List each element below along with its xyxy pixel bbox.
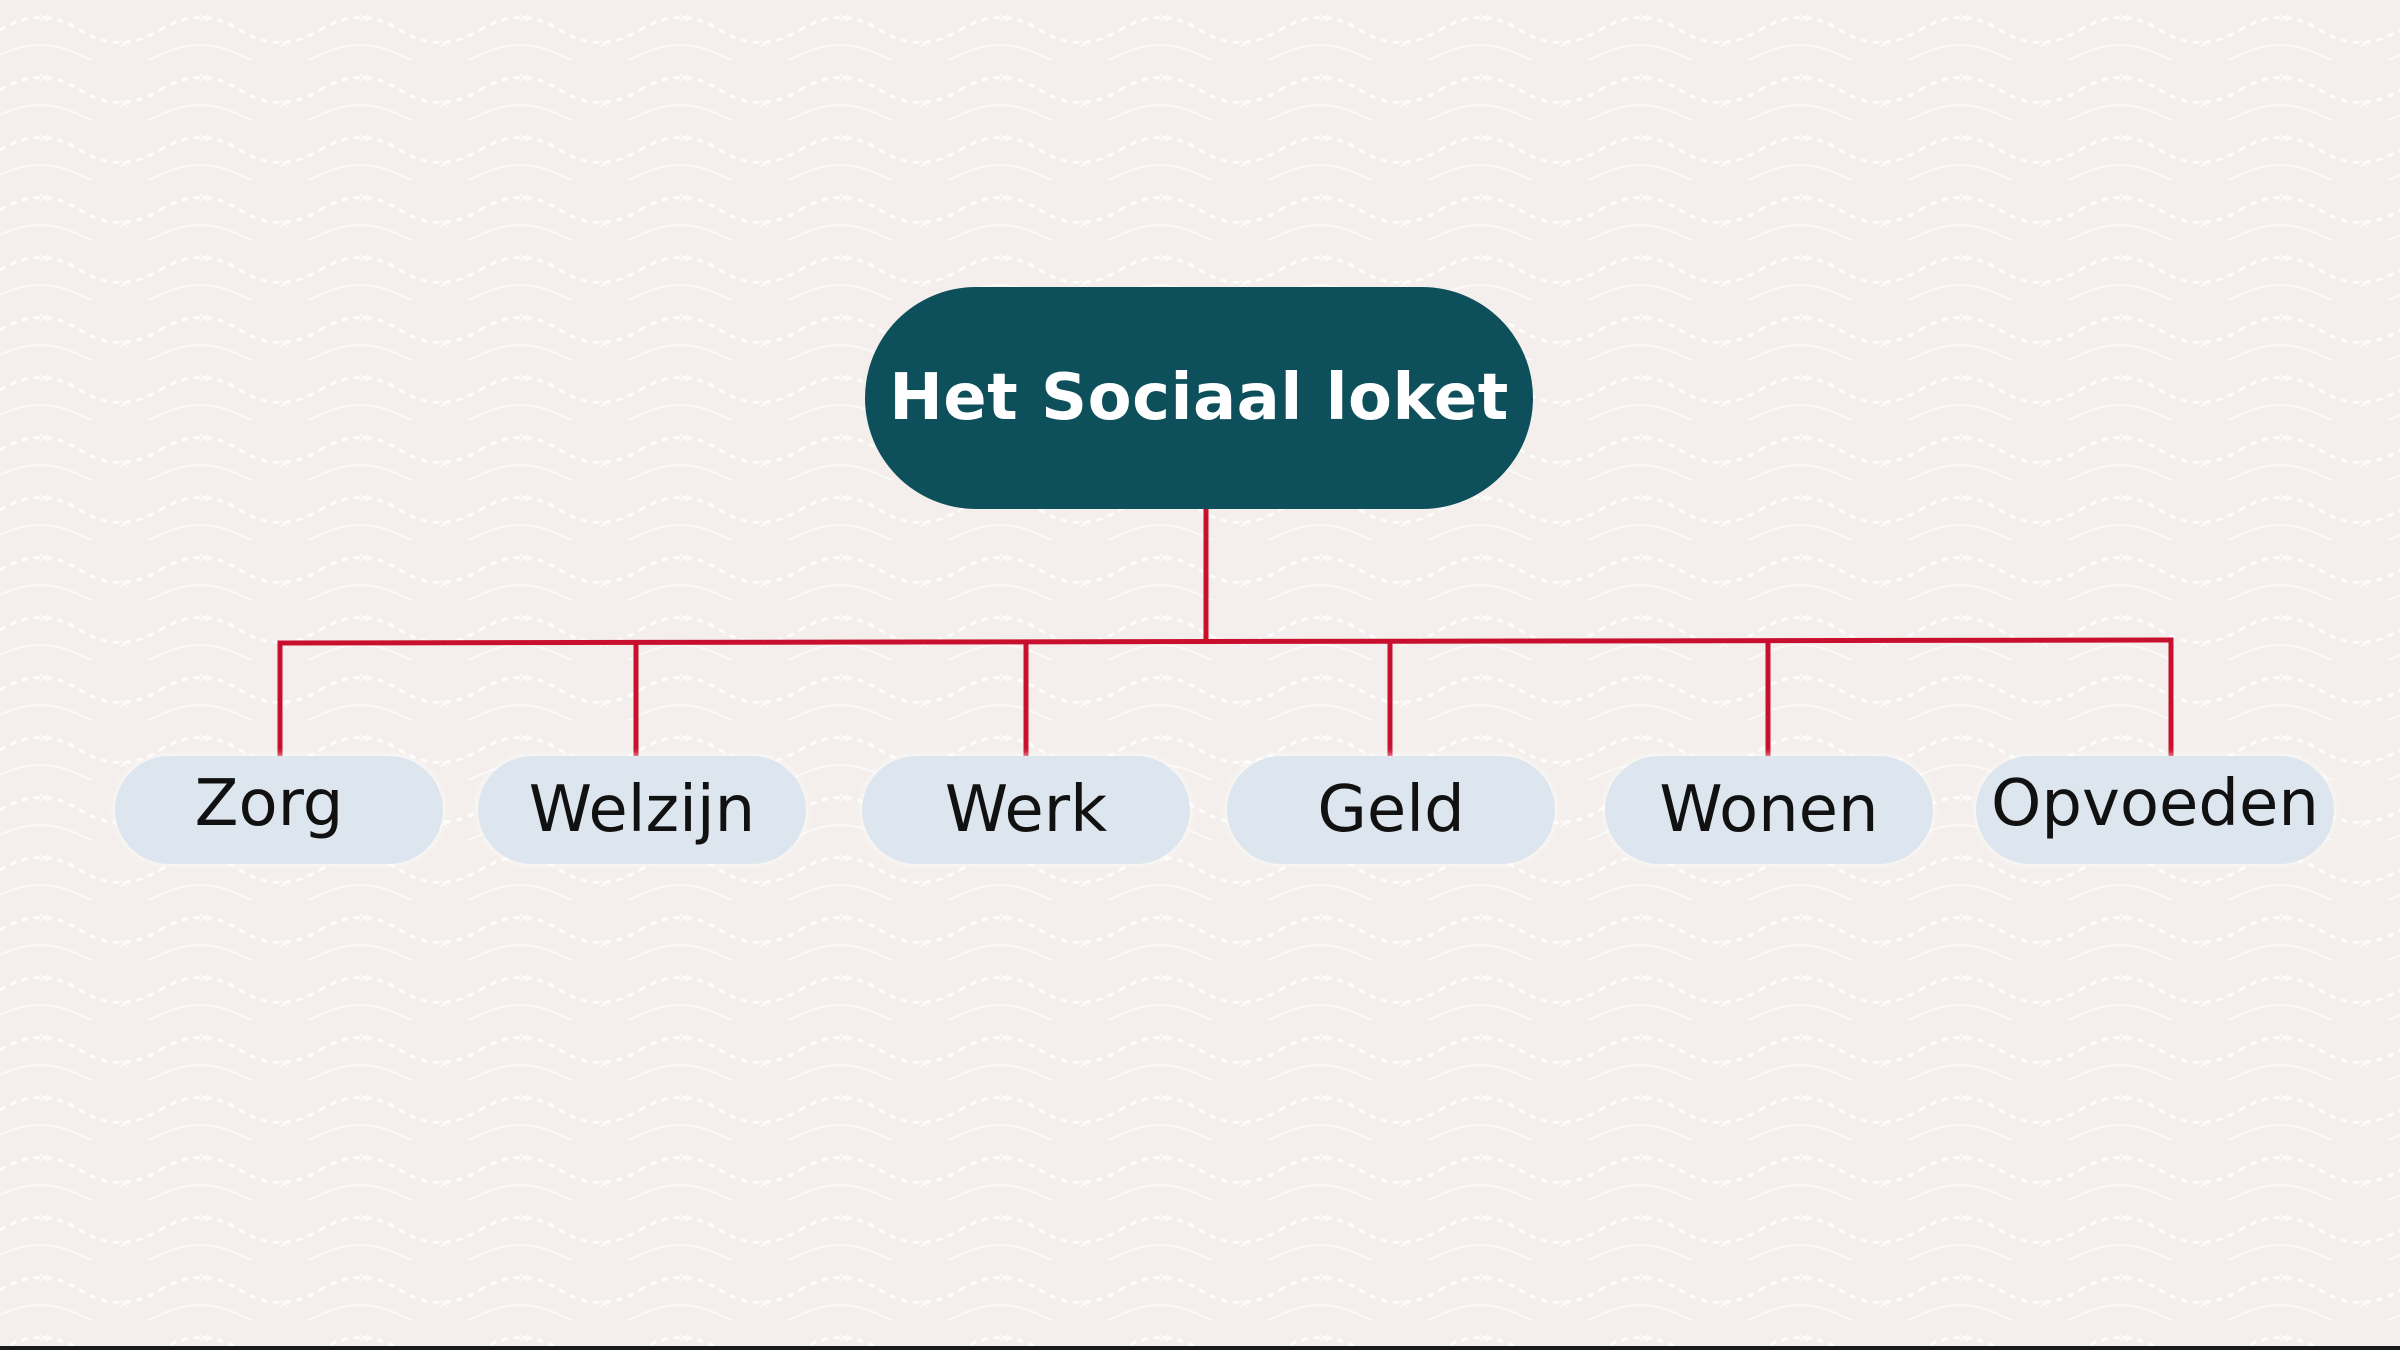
child-node-label: Welzijn [528, 773, 756, 847]
bottom-edge [0, 1346, 2400, 1350]
horizontal-connector [277, 637, 2174, 646]
child-node-label: Geld [1317, 773, 1465, 847]
child-node-opvoeden: Opvoeden [1976, 756, 2334, 864]
child-node-label: Werk [944, 773, 1108, 847]
root-node: Het Sociaal loket [865, 287, 1533, 509]
child-node-zorg: Zorg [115, 756, 443, 864]
child-node-geld: Geld [1227, 756, 1555, 864]
child-node-werk: Werk [862, 756, 1190, 864]
child-node-label: Opvoeden [1991, 767, 2319, 841]
child-node-label: Wonen [1659, 773, 1879, 847]
root-node-label: Het Sociaal loket [889, 361, 1509, 435]
child-node-welzijn: Welzijn [478, 756, 806, 864]
child-node-label: Zorg [194, 767, 344, 841]
child-node-wonen: Wonen [1605, 756, 1933, 864]
